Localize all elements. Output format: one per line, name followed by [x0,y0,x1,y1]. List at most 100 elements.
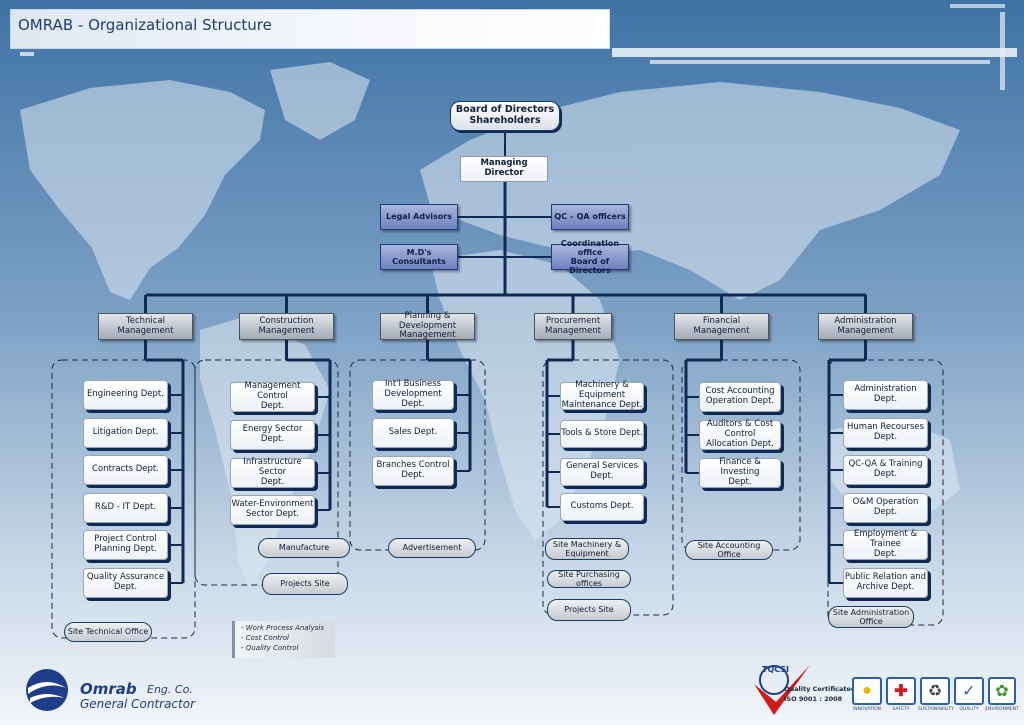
management-box-procurement-line: Procurement [545,315,601,326]
management-box-financial-line: Financial Management [693,315,750,336]
dept-box-financial-line: Dept. [728,476,752,487]
dept-box-administration-line: Archive Dept. [856,582,915,592]
dept-box-technical: Contracts Dept. [83,455,168,485]
management-box-procurement-line: Management [545,325,601,336]
management-box-administration-line: Management [837,325,894,336]
dept-box-procurement-line: Tools & Store Dept. [561,428,643,439]
dept-box-financial-line: Operation Dept. [705,396,775,406]
dept-box-financial-line: Cost Accounting [705,386,775,397]
qc-qa-officers-box-line: QC – QA officers [554,212,626,222]
dept-box-administration: QC-QA & Training Dept. [843,455,928,485]
dept-box-administration-line: Human Recourses Dept. [847,422,924,442]
dept-box-planning-line: Branches Control [376,460,450,471]
dept-box-administration-line: QC-QA & Training Dept. [848,459,923,479]
notes-box: - Work Process Analysis - Cost Control -… [232,621,335,658]
dept-box-construction-line: Management Control [244,381,301,402]
board-of-directors-box-line: Shareholders [469,115,541,126]
dept-box-construction-line: Water-Environment [231,499,314,510]
dept-box-technical-line: Dept. [113,582,138,592]
site-office-administration-line: Site Administration [832,607,910,617]
dept-box-construction-line: Dept. [260,476,285,487]
dept-box-procurement-line: Machinery & Equipment [575,380,629,401]
dept-box-procurement: General Services Dept. [560,458,644,486]
site-office-procurement: Projects Site [547,599,631,621]
company-suffix: Eng. Co. [147,683,193,696]
cert-line-1: Quality Certificated [784,685,856,693]
site-office-construction: Projects Site [262,573,348,595]
safety-icon: ✚ [886,677,916,705]
omrab-logo-icon [26,669,68,711]
board-of-directors-box-line: Board of Directors [455,104,555,116]
site-office-planning-line: Advertisement [402,543,462,553]
dept-box-administration-line: Employment & Trainee [853,529,918,550]
managing-director-box: Managing Director [460,156,548,182]
site-office-financial-line: Site Accounting Office [697,540,761,559]
dept-box-administration-line: Public Relation and [844,572,927,583]
dept-box-technical-line: Litigation Dept. [92,427,159,438]
site-office-technical-line: Site Technical Office [67,627,149,637]
coordination-office-box-line: Board of Directors [569,257,611,276]
dept-box-administration: Human Recourses Dept. [843,418,928,448]
cert-line-2: ISO 9001 : 2008 [784,695,843,703]
dept-box-procurement-line: Customs Dept. [570,501,634,512]
value-label-quality: QUALITY [959,707,979,712]
innovation-icon: ● [852,677,882,705]
sustainability-icon: ♻ [920,677,950,705]
md-consultants-box-line: M.D's Consultants [392,247,446,266]
dept-box-construction: Energy Sector Dept. [230,420,315,450]
note-quality-control: - Quality Control [241,644,299,653]
environment-icon: ✿ [988,677,1016,705]
site-office-procurement: Site Machinery &Equipment [545,538,629,560]
dept-box-administration-line: Administration Dept. [854,384,917,404]
dept-box-financial-line: Allocation Dept. [706,438,774,449]
site-office-construction-line: Projects Site [280,579,330,589]
dept-box-administration-line: Dept. [873,548,898,559]
tqcsi-certificate-icon [754,665,810,715]
page-title: OMRAB - Organizational Structure [18,16,272,34]
cert-brand: TQCSI [762,665,790,674]
value-label-sustainability: SUSTAINABILITY [918,707,955,712]
dept-box-construction-line: Dept. [260,400,285,411]
legal-advisors-box: Legal Advisors [380,204,458,230]
dept-box-planning: Sales Dept. [372,418,454,448]
dept-box-financial-line: Auditors & Cost Control [706,419,774,440]
management-box-planning-line: Management [399,330,456,341]
dept-box-technical-line: Contracts Dept. [92,464,159,475]
group-outline [827,359,944,626]
legal-advisors-box-line: Legal Advisors [385,212,452,222]
coordination-office-box-line: Coordination office [560,238,620,257]
dept-box-procurement-line: Maintenance Dept. [561,399,643,410]
site-office-procurement: Site Purchasing offices [547,570,631,588]
dept-box-planning-line: Int'l Business [384,379,442,390]
dept-box-technical-line: Project Control [94,534,157,545]
dept-box-administration: O&M Operation Dept. [843,493,928,523]
dept-box-construction-line: Energy Sector Dept. [242,424,303,444]
management-box-planning-line: Planning & Development [398,310,457,331]
decorative-stripes [20,4,1017,90]
company-subtitle: General Contractor [80,697,196,711]
dept-box-procurement-line: General Services Dept. [565,461,639,481]
dept-box-technical-line: Planning Dept. [94,544,157,554]
site-office-financial: Site Accounting Office [685,540,773,560]
dept-box-technical: Engineering Dept. [83,380,168,410]
dept-box-technical: Litigation Dept. [83,418,168,448]
dept-box-technical: R&D - IT Dept. [83,493,168,523]
managing-director-box-line: Managing Director [480,158,528,178]
